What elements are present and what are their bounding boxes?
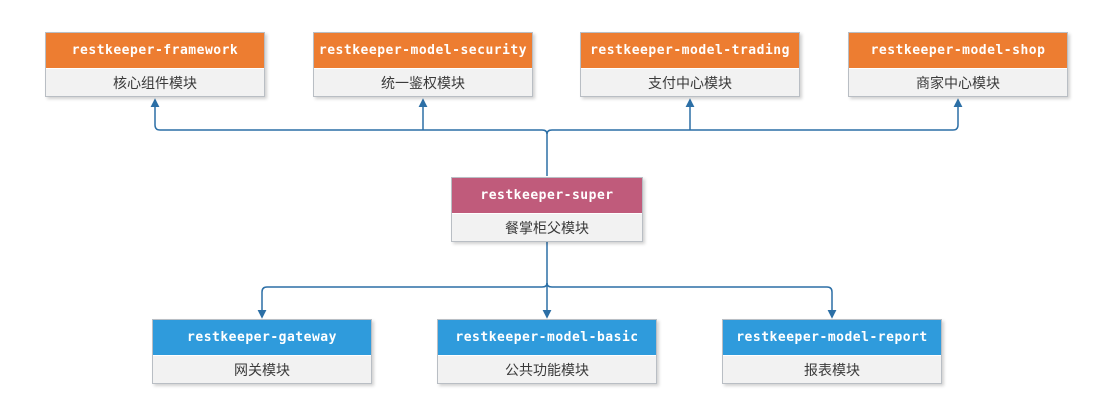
node-restkeeper-model-trading: restkeeper-model-trading 支付中心模块 <box>580 32 800 97</box>
node-restkeeper-model-shop-title: restkeeper-model-shop <box>849 33 1067 68</box>
node-restkeeper-model-shop-subtitle: 商家中心模块 <box>849 68 1067 96</box>
node-restkeeper-model-report-title: restkeeper-model-report <box>723 320 941 355</box>
node-restkeeper-super-subtitle: 餐掌柜父模块 <box>452 213 642 241</box>
connector-super-gateway <box>257 282 548 319</box>
connector-super-report <box>546 282 837 319</box>
node-restkeeper-model-basic: restkeeper-model-basic 公共功能模块 <box>437 319 657 384</box>
node-restkeeper-super-title: restkeeper-super <box>452 178 642 213</box>
node-restkeeper-model-trading-subtitle: 支付中心模块 <box>581 68 799 96</box>
node-restkeeper-model-report: restkeeper-model-report 报表模块 <box>722 319 942 384</box>
node-restkeeper-model-security-subtitle: 统一鉴权模块 <box>314 68 532 96</box>
node-restkeeper-framework-title: restkeeper-framework <box>46 33 264 68</box>
node-restkeeper-super: restkeeper-super 餐掌柜父模块 <box>451 177 643 242</box>
node-restkeeper-model-report-subtitle: 报表模块 <box>723 355 941 383</box>
connector-super-shop <box>546 98 963 135</box>
node-restkeeper-model-security: restkeeper-model-security 统一鉴权模块 <box>313 32 533 97</box>
node-restkeeper-model-shop: restkeeper-model-shop 商家中心模块 <box>848 32 1068 97</box>
node-restkeeper-gateway-subtitle: 网关模块 <box>153 355 371 383</box>
node-restkeeper-gateway: restkeeper-gateway 网关模块 <box>152 319 372 384</box>
node-restkeeper-model-basic-subtitle: 公共功能模块 <box>438 355 656 383</box>
node-restkeeper-framework-subtitle: 核心组件模块 <box>46 68 264 96</box>
node-restkeeper-gateway-title: restkeeper-gateway <box>153 320 371 355</box>
connector-super-framework <box>150 98 548 135</box>
node-restkeeper-framework: restkeeper-framework 核心组件模块 <box>45 32 265 97</box>
node-restkeeper-model-trading-title: restkeeper-model-trading <box>581 33 799 68</box>
node-restkeeper-model-security-title: restkeeper-model-security <box>314 33 532 68</box>
node-restkeeper-model-basic-title: restkeeper-model-basic <box>438 320 656 355</box>
